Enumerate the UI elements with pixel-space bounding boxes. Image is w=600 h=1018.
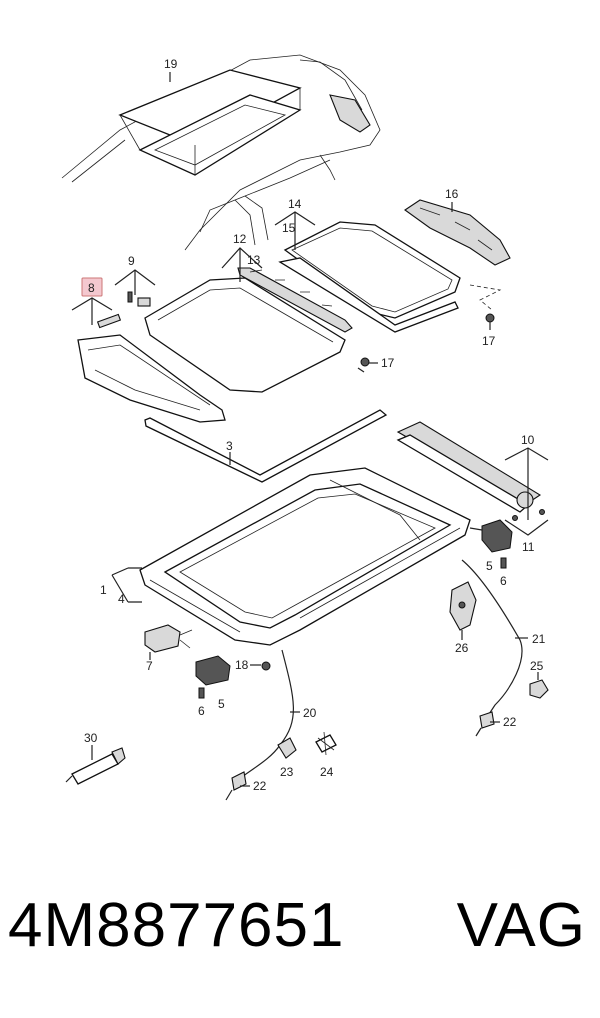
callout-13: 13 (247, 253, 261, 267)
callout-18: 18 (235, 658, 249, 672)
callout-4: 4 (118, 592, 125, 606)
callout-17a: 17 (482, 334, 496, 348)
part-26-bracket (449, 581, 477, 631)
roof-outline (61, 54, 381, 251)
callout-23: 23 (280, 765, 294, 779)
callout-17b: 17 (381, 356, 395, 370)
callout-16: 16 (445, 187, 459, 201)
callout-11: 11 (522, 540, 535, 554)
callout-19: 19 (164, 57, 178, 71)
callout-1: 1 (100, 583, 107, 597)
callout-9: 9 (128, 254, 135, 268)
callout-30: 30 (84, 731, 98, 745)
brand-name: VAG (456, 891, 586, 960)
callout-10: 10 (521, 433, 535, 447)
part-17-screw-rear (485, 313, 495, 330)
callout-5a: 5 (486, 559, 493, 573)
part-11-screws (512, 509, 545, 521)
part-12-front-glass (144, 277, 346, 393)
callout-12: 12 (233, 232, 247, 246)
callout-5b: 5 (218, 697, 225, 711)
part-23-clip (277, 737, 297, 759)
callout-15: 15 (282, 221, 296, 235)
part-17-screw-front (357, 357, 370, 373)
part-19-glass-frame (118, 69, 302, 176)
footer: 4M8877651 VAG (0, 890, 600, 1000)
callout-24: 24 (320, 765, 334, 779)
part-21-drain-hose (461, 559, 523, 737)
part-6-screw-left (198, 687, 205, 699)
callout-21: 21 (532, 632, 546, 646)
callout-8: 8 (88, 281, 95, 295)
callout-6a: 6 (500, 574, 507, 588)
part-9-clips (96, 291, 151, 329)
callout-7: 7 (146, 659, 153, 673)
callout-14: 14 (288, 197, 302, 211)
callout-8-box (81, 277, 103, 297)
part-30-sealant-tube (65, 747, 126, 785)
part-16-rear-bracket (404, 199, 511, 266)
part-1-sunroof-frame (139, 467, 471, 646)
part-6-screw-right (500, 557, 507, 569)
part-14-rear-glass (278, 221, 461, 333)
part-24-clip (315, 731, 337, 756)
callout-26: 26 (455, 641, 469, 655)
callout-6b: 6 (198, 704, 205, 718)
part-7-control-unit (144, 624, 193, 653)
part-3-seal (144, 409, 388, 483)
part-25-clip (529, 679, 549, 699)
part-number: 4M8877651 (8, 891, 345, 960)
callout-20: 20 (303, 706, 317, 720)
part-5-motor-right (481, 519, 513, 553)
callout-3: 3 (226, 439, 233, 453)
callout-22b: 22 (253, 779, 267, 793)
sunroof-exploded-diagram: 19 14 15 16 17 12 13 17 8 (61, 54, 549, 801)
part-8-wind-deflector (77, 334, 226, 423)
part-18-nut (261, 661, 271, 671)
callout-22a: 22 (503, 715, 517, 729)
callout-25: 25 (530, 659, 544, 673)
part-5-motor-left (195, 655, 231, 686)
